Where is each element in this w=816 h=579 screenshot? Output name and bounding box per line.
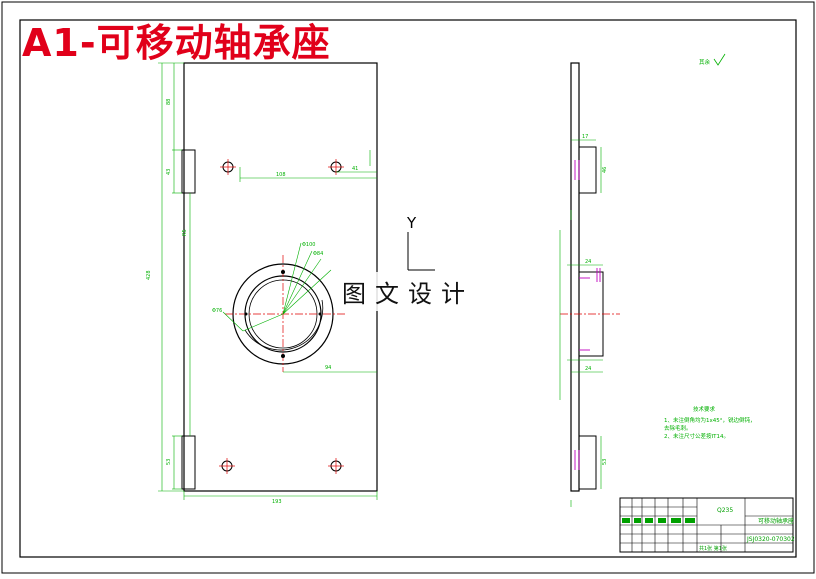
svg-text:88: 88 xyxy=(166,99,172,105)
svg-text:R5: R5 xyxy=(182,229,188,236)
title-block: Q235 可移动轴承座 JSJ0320-070302 共1张 第1张 xyxy=(619,497,795,553)
svg-text:17: 17 xyxy=(582,134,588,140)
svg-text:43: 43 xyxy=(166,169,172,175)
svg-text:技术要求: 技术要求 xyxy=(693,405,716,413)
top-slot xyxy=(181,149,196,194)
side-dimensions xyxy=(559,139,603,507)
bearing-bore xyxy=(222,242,345,372)
side-view: 17 46 53 24 24 xyxy=(559,62,620,507)
top-hole-left xyxy=(220,159,236,175)
roughness-symbol xyxy=(713,53,726,66)
drawing-title: A1-可移动轴承座 xyxy=(22,21,331,65)
ucs-icon xyxy=(407,232,435,271)
svg-text:Φ84: Φ84 xyxy=(313,251,323,257)
front-dimensions xyxy=(158,62,378,500)
svg-text:24: 24 xyxy=(585,366,591,372)
svg-text:193: 193 xyxy=(272,499,282,505)
svg-text:去除毛刺。: 去除毛刺。 xyxy=(664,424,692,432)
side-top-boss xyxy=(578,146,597,194)
tech-requirements: 技术要求 1、未注倒角均为1x45°，锐边倒钝， 去除毛刺。 2、未注尺寸公差按… xyxy=(664,405,756,440)
svg-text:2、未注尺寸公差按IT14。: 2、未注尺寸公差按IT14。 xyxy=(664,432,729,440)
svg-text:428: 428 xyxy=(146,270,152,280)
watermark-text: 图文设计 xyxy=(338,272,478,311)
svg-text:53: 53 xyxy=(602,459,608,465)
svg-text:Φ100: Φ100 xyxy=(302,242,315,248)
svg-text:53: 53 xyxy=(166,459,172,465)
svg-text:46: 46 xyxy=(602,167,608,173)
svg-text:1、未注倒角均为1x45°，锐边倒钝，: 1、未注倒角均为1x45°，锐边倒钝， xyxy=(664,416,756,424)
svg-text:JSJ0320-070302: JSJ0320-070302 xyxy=(746,536,795,543)
front-view: 428 88 43 53 R5 108 41 94 193 Φ76 Φ100 Φ… xyxy=(146,62,378,505)
side-bottom-boss xyxy=(578,435,597,490)
svg-text:94: 94 xyxy=(325,365,331,371)
top-hole-right xyxy=(328,159,344,175)
bottom-slot xyxy=(181,435,196,490)
svg-text:24: 24 xyxy=(585,259,591,265)
svg-text:41: 41 xyxy=(352,166,358,172)
y-axis-label: Y xyxy=(407,214,417,232)
bottom-hole-left xyxy=(219,458,235,474)
inner-frame xyxy=(19,19,797,558)
roughness-note: 其余 xyxy=(699,58,711,66)
svg-text:Q235: Q235 xyxy=(717,507,733,514)
bottom-hole-right xyxy=(328,458,344,474)
side-plate xyxy=(570,62,580,492)
svg-text:可移动轴承座: 可移动轴承座 xyxy=(758,517,794,525)
svg-text:108: 108 xyxy=(276,172,286,178)
svg-text:共1张 第1张: 共1张 第1张 xyxy=(699,545,727,552)
svg-text:Φ76: Φ76 xyxy=(212,308,222,314)
